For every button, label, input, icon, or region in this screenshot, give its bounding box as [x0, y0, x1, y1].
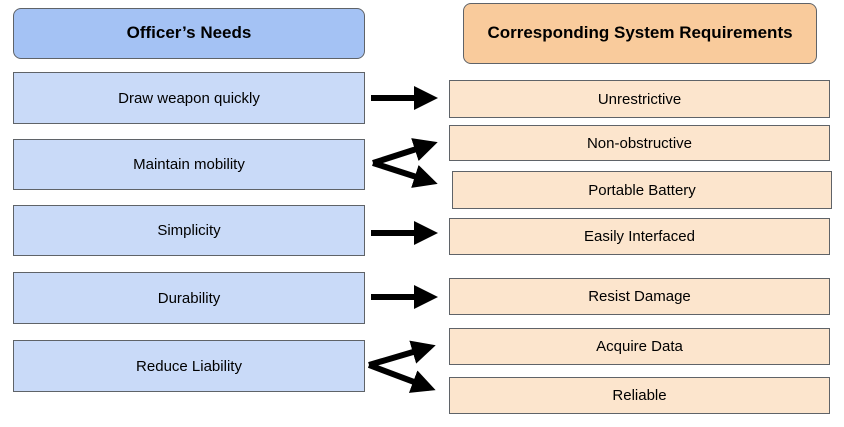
- need-simplicity: Simplicity: [13, 205, 365, 256]
- needs-header: Officer’s Needs: [13, 8, 365, 59]
- requirements-header: Corresponding System Requirements: [463, 3, 817, 64]
- arrow-liability-to-acquire-data: [368, 340, 436, 368]
- req-portable-battery: Portable Battery: [452, 171, 832, 209]
- need-durability: Durability: [13, 272, 365, 324]
- req-easily-interfaced: Easily Interfaced: [449, 218, 830, 255]
- req-unrestrictive: Unrestrictive: [449, 80, 830, 118]
- need-draw-weapon: Draw weapon quickly: [13, 72, 365, 124]
- arrow-mobility-to-portable-battery: [372, 160, 438, 188]
- req-non-obstructive: Non-obstructive: [449, 125, 830, 161]
- req-acquire-data: Acquire Data: [449, 328, 830, 365]
- arrow-mobility-to-non-obstructive: [372, 138, 438, 166]
- need-reduce-liability: Reduce Liability: [13, 340, 365, 392]
- req-reliable: Reliable: [449, 377, 830, 414]
- need-maintain-mobility: Maintain mobility: [13, 139, 365, 190]
- req-resist-damage: Resist Damage: [449, 278, 830, 315]
- arrow-liability-to-reliable: [367, 362, 436, 393]
